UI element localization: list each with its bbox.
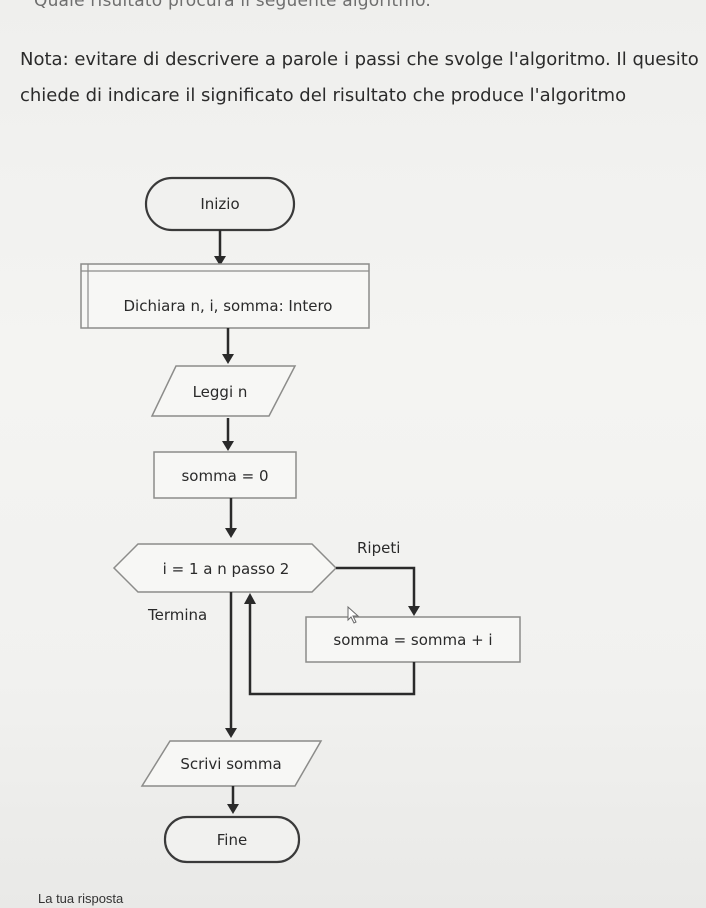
declare-node: Dichiara n, i, somma: Intero [80, 263, 370, 329]
loop-repeat-label: Ripeti [357, 539, 400, 557]
question-note: Nota: evitare di descrivere a parole i p… [20, 42, 699, 114]
edge-init-loop [225, 498, 237, 538]
loop-label: i = 1 a n passo 2 [163, 560, 290, 578]
edge-write-end [227, 786, 239, 814]
edge-read-init [222, 418, 234, 451]
start-node: Inizio [144, 176, 296, 232]
note-line-2: chiede di indicare il significato del ri… [20, 85, 627, 106]
end-node: Fine [163, 815, 301, 864]
write-node: Scrivi somma [140, 740, 323, 787]
question-header: Quale risultato procura il seguente algo… [34, 0, 431, 11]
answer-label: La tua risposta [38, 891, 124, 906]
read-label: Leggi n [193, 383, 248, 401]
mouse-pointer-icon [347, 605, 360, 624]
edge-start-declare [214, 230, 226, 266]
loop-end-label: Termina [147, 606, 207, 624]
init-node: somma = 0 [153, 451, 297, 499]
note-line-1: Nota: evitare di descrivere a parole i p… [20, 49, 699, 70]
start-label: Inizio [200, 195, 239, 213]
read-node: Leggi n [150, 365, 297, 417]
edge-loop-exit [225, 592, 237, 738]
loop-node: i = 1 a n passo 2 [112, 543, 338, 593]
edge-declare-read [222, 328, 234, 364]
body-node: somma = somma + i [305, 616, 521, 663]
write-label: Scrivi somma [180, 755, 281, 773]
edge-loop-body [336, 566, 420, 616]
declare-label: Dichiara n, i, somma: Intero [124, 297, 333, 315]
body-label: somma = somma + i [333, 631, 492, 649]
init-label: somma = 0 [181, 467, 268, 485]
end-label: Fine [217, 831, 247, 849]
edge-body-return [244, 593, 416, 696]
